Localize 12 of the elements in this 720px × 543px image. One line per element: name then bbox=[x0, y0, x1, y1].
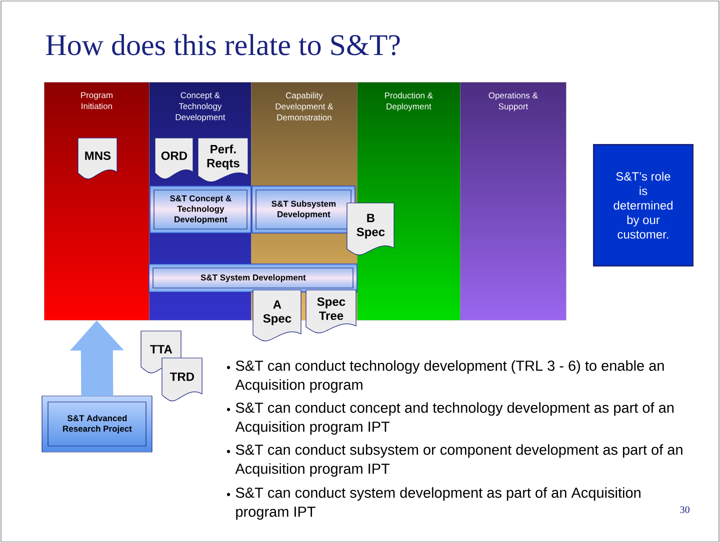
bullet-text: S&T can conduct system development as part of an Acquisition program IPT bbox=[236, 487, 640, 520]
page-number: 30 bbox=[680, 506, 690, 514]
process-box: S&T System Development bbox=[148, 264, 358, 292]
bullet-text: S&T can conduct subsystem or component development as part of an Acquisition program IPT bbox=[235, 444, 682, 477]
process-box: S&T Advanced Research Project bbox=[42, 396, 152, 452]
phase-column: Operations & Support bbox=[460, 82, 566, 320]
note-box: S&T’s role is determined by our customer. bbox=[593, 144, 694, 266]
slide-title: How does this relate to S&T? bbox=[46, 34, 400, 56]
bullet-text: S&T can conduct concept and technology development as part of an Acquisition program IPT bbox=[235, 402, 674, 435]
process-box: S&T Concept & Technology Development bbox=[150, 186, 252, 234]
process-box: S&T Subsystem Development bbox=[252, 186, 356, 234]
bullet-text: S&T can conduct technology development (TRL 3 - 6) to enable an Acquisition program bbox=[235, 360, 664, 393]
